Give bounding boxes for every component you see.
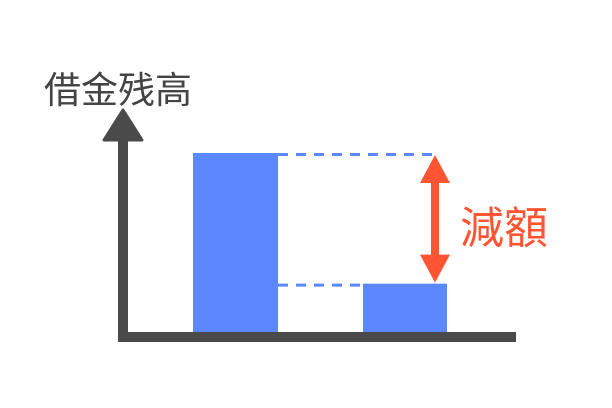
x-axis bbox=[118, 332, 516, 342]
bar-before bbox=[193, 153, 278, 332]
y-axis-arrowhead bbox=[102, 108, 144, 142]
reduction-label: 減額 bbox=[460, 203, 548, 254]
y-axis-title: 借金残高 bbox=[44, 69, 192, 112]
y-axis bbox=[118, 135, 128, 342]
double-arrow-icon bbox=[420, 155, 450, 283]
bar-after bbox=[363, 283, 447, 332]
